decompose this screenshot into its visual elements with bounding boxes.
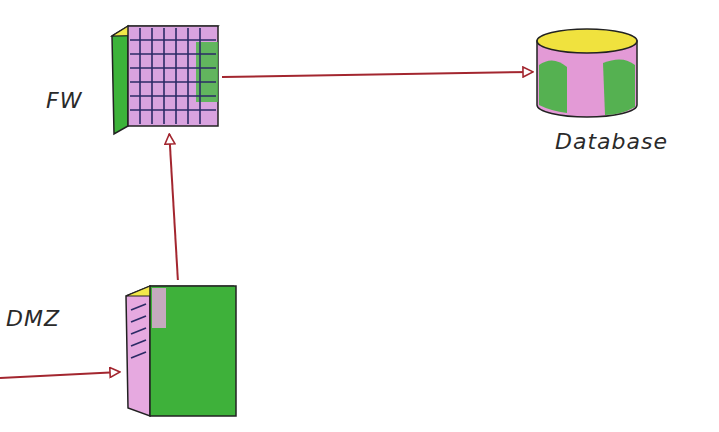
server-box: DMZ (122, 280, 242, 420)
front-face (128, 26, 218, 126)
slot-lines (131, 304, 146, 358)
cylinder-top (537, 29, 637, 53)
side-face (126, 286, 150, 416)
node-outline (122, 280, 242, 420)
database-cylinder: Database (533, 25, 641, 117)
side-face (112, 26, 128, 134)
node-label: DMZ (6, 306, 60, 331)
pink-patch (152, 288, 166, 328)
grid-lines (130, 28, 216, 124)
node-outline (533, 25, 641, 117)
green-patch (539, 60, 567, 113)
firewall-box: FW (110, 22, 222, 134)
node-label: FW (46, 88, 82, 113)
green-patch (603, 59, 635, 115)
front-face (150, 286, 236, 416)
arrow-connector (222, 72, 533, 77)
node-label: Database (555, 129, 668, 154)
node-outline (110, 22, 222, 134)
incoming-line (0, 372, 120, 378)
arrow-connector (169, 134, 178, 280)
